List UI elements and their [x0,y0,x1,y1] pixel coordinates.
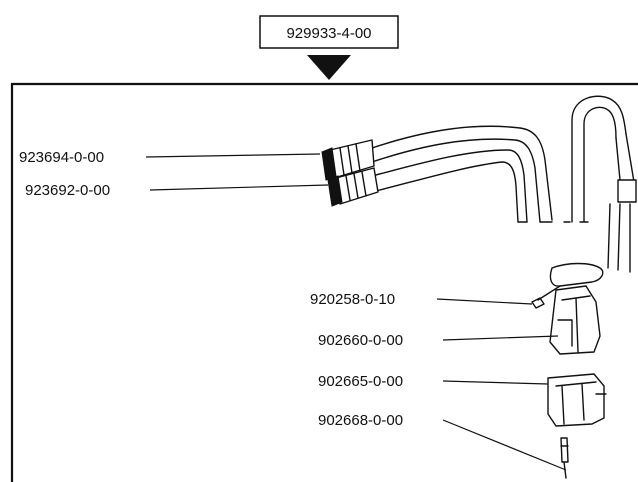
callout-label-923692: 923692-0-00 [25,182,110,199]
coax-plug-2 [327,167,379,207]
coax-plug-1 [321,139,375,181]
assembly-number-box [259,15,399,49]
assembly-number: 929933-4-00 [286,25,371,42]
callout-label-902668: 902668-0-00 [318,412,403,429]
multi-wire-cable [563,95,637,273]
callout-label-902660: 902660-0-00 [318,332,403,349]
leader-line-902668 [442,419,567,471]
connector-housing-part [549,285,601,355]
callout-label-923694: 923694-0-00 [19,149,104,166]
callout-label-920258: 920258-0-10 [310,291,395,308]
leader-line-920258 [436,298,533,305]
down-arrow-icon [307,55,351,80]
clip-part [531,262,604,309]
pin-contact-part [560,437,569,479]
callout-label-902665: 902665-0-00 [318,373,403,390]
coax-cables [371,125,553,223]
leader-line-923692 [149,184,329,191]
leader-line-902665 [442,380,549,385]
connector-body-part [547,373,607,427]
leader-line-923694 [145,153,321,158]
diagram-frame [10,82,638,482]
leader-line-902660 [442,335,559,341]
